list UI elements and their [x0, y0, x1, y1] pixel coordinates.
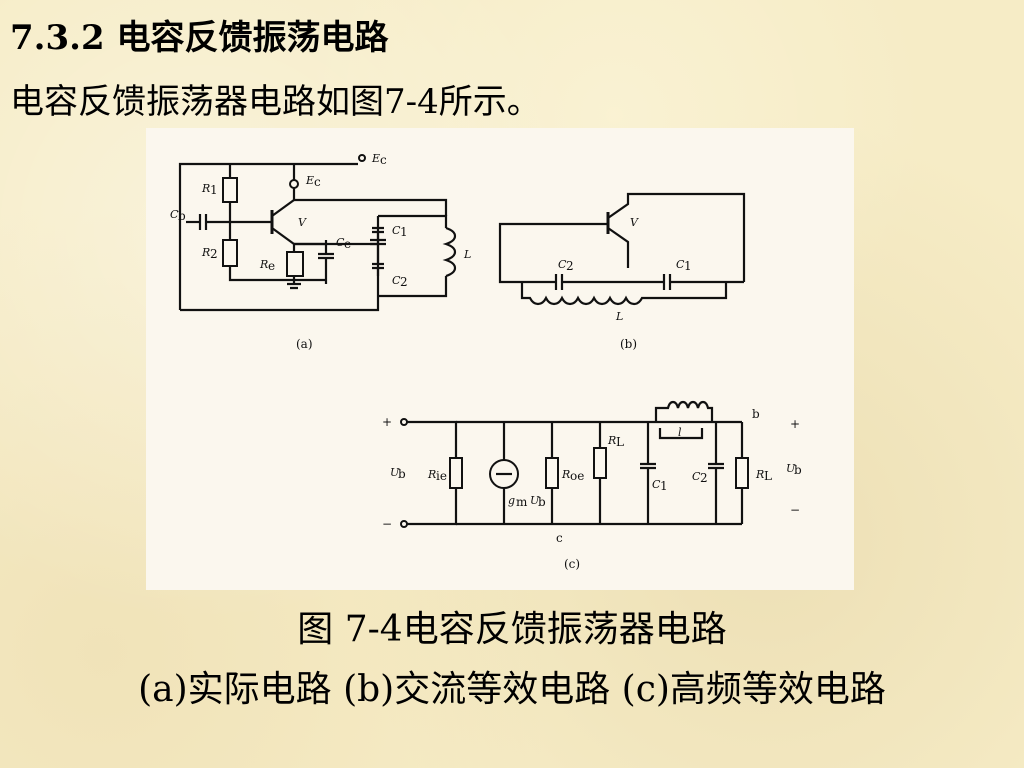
svg-text:b: b	[398, 467, 406, 481]
svg-text:m: m	[516, 495, 528, 509]
svg-text:ie: ie	[436, 469, 447, 483]
label-c-ui: U	[390, 466, 400, 479]
resistor-re	[286, 251, 304, 277]
label-rc: E	[305, 174, 314, 187]
figure-subcaption: (a)实际电路 (b)交流等效电路 (c)高频等效电路	[138, 669, 886, 710]
label-v: V	[298, 216, 307, 229]
label-c-gm: g	[508, 494, 515, 507]
label-b-c2: C	[558, 258, 567, 271]
label-ce: C	[336, 236, 345, 249]
label-c-minus-right: −	[790, 503, 800, 517]
label-r1: R	[201, 182, 210, 195]
svg-text:2: 2	[210, 247, 218, 261]
slide-intro-text: 电容反馈振荡器电路如图7-4所示。	[10, 82, 541, 122]
resistor-r2	[222, 239, 238, 267]
panel-c-hf-equivalent: + − U b R ie g m U b R oe R L C 1 C 2 l …	[382, 400, 802, 571]
svg-text:b: b	[178, 209, 186, 223]
svg-text:1: 1	[400, 225, 408, 239]
label-c-rl2: R	[755, 468, 764, 481]
slide-title: 7.3.2 电容反馈振荡电路	[10, 18, 389, 58]
label-r2: R	[201, 246, 210, 259]
svg-text:2: 2	[700, 471, 708, 485]
label-b-c1: C	[676, 258, 685, 271]
label-c-minus-left: −	[382, 517, 392, 531]
label-c-rl: R	[607, 434, 616, 447]
resistor-roe	[545, 457, 559, 489]
panel-b-ac-equivalent: V C 2 C 1 L (b)	[498, 192, 746, 351]
svg-text:L: L	[764, 469, 772, 483]
label-b-v: V	[630, 216, 639, 229]
figure-caption: 图 7-4电容反馈振荡器电路	[297, 609, 727, 650]
label-c-c1: C	[652, 478, 661, 491]
svg-text:1: 1	[660, 479, 668, 493]
label-b-l: L	[615, 310, 623, 323]
svg-text:1: 1	[684, 259, 692, 273]
label-c-l: l	[678, 426, 682, 439]
panel-a-actual-circuit: E c E c R 1 R 2 C b R e C e C 1 C 2 V L …	[170, 152, 471, 351]
label-c-roe: R	[561, 468, 570, 481]
label-re: R	[259, 258, 268, 271]
panel-label-b: (b)	[620, 337, 637, 351]
label-c-plus-left: +	[382, 415, 392, 429]
resistor-rl	[593, 447, 607, 479]
label-c1: C	[392, 224, 401, 237]
label-c-b: b	[752, 407, 760, 421]
resistor-rie	[449, 457, 463, 489]
svg-text:L: L	[616, 435, 624, 449]
label-c2: C	[392, 274, 401, 287]
svg-text:e: e	[268, 259, 275, 273]
svg-text:b: b	[538, 495, 546, 509]
resistor-rl2	[735, 457, 749, 489]
resistor-r1	[222, 177, 238, 203]
label-cb: C	[170, 208, 179, 221]
label-c-c: c	[556, 531, 563, 545]
label-c-uo: U	[786, 462, 796, 475]
svg-text:2: 2	[400, 275, 408, 289]
svg-text:oe: oe	[570, 469, 584, 483]
panel-label-c: (c)	[564, 557, 580, 571]
label-l: L	[463, 248, 471, 261]
svg-text:c: c	[380, 153, 387, 167]
svg-text:2: 2	[566, 259, 574, 273]
svg-text:b: b	[794, 463, 802, 477]
svg-text:c: c	[314, 175, 321, 189]
label-c-ub: U	[530, 494, 540, 507]
circuit-figure: E c E c R 1 R 2 C b R e C e C 1 C 2 V L …	[146, 128, 854, 590]
svg-text:1: 1	[210, 183, 218, 197]
svg-text:e: e	[344, 237, 351, 251]
label-c-rie: R	[427, 468, 436, 481]
circuit-diagram: E c E c R 1 R 2 C b R e C e C 1 C 2 V L …	[170, 152, 802, 571]
panel-label-a: (a)	[296, 337, 313, 351]
label-c-plus-right: +	[790, 417, 800, 431]
capacitor-ce	[318, 252, 334, 260]
label-ec: E	[371, 152, 380, 165]
label-c-c2: C	[692, 470, 701, 483]
